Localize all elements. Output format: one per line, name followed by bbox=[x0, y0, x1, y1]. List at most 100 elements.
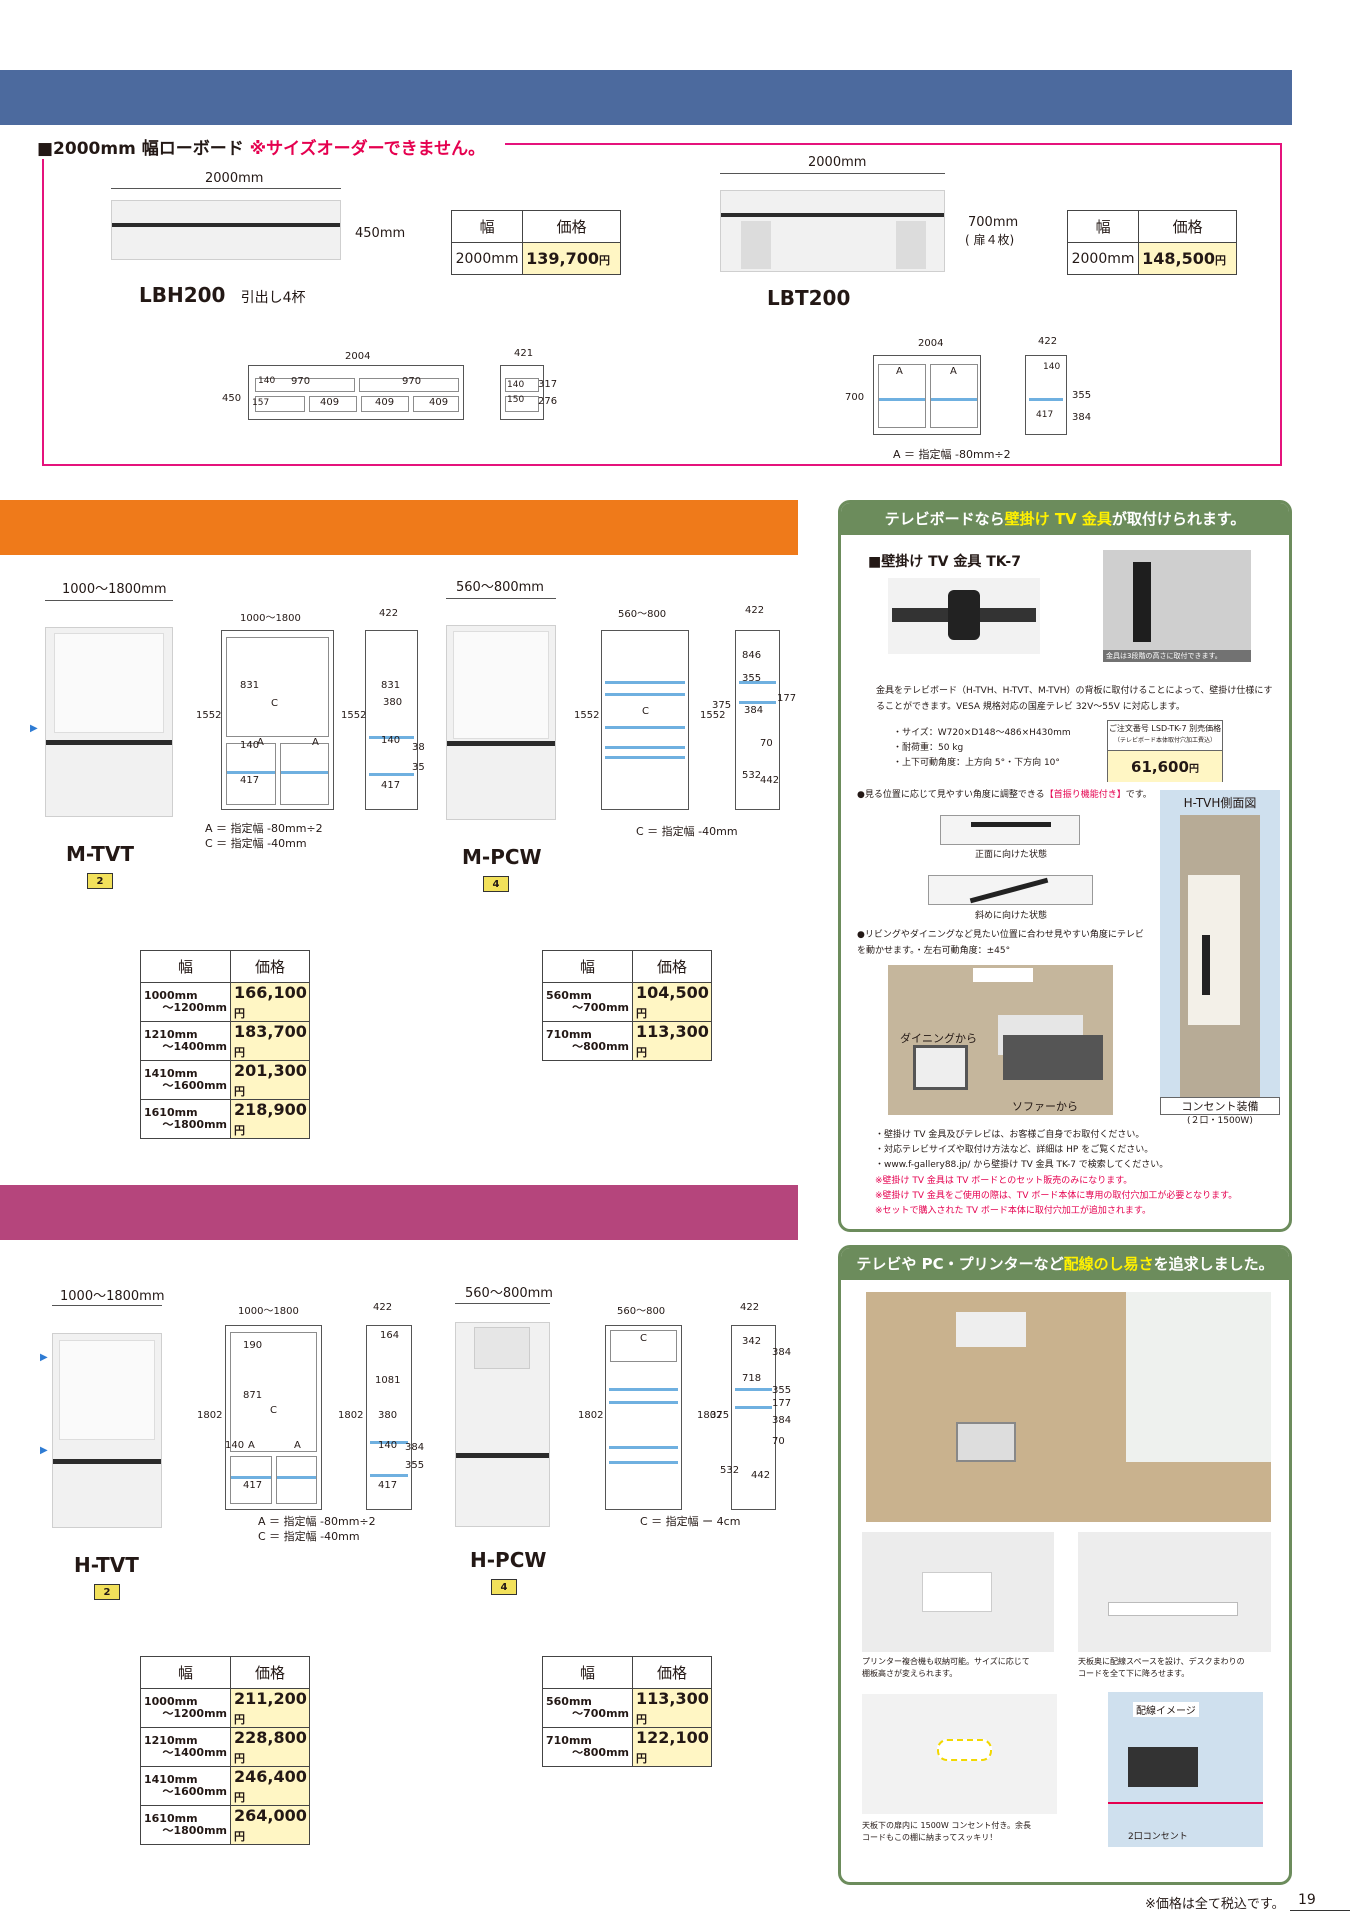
mpcw-front-drawing bbox=[601, 630, 689, 810]
yen-unit: 円 bbox=[234, 1830, 245, 1843]
mtvt-draw-a1: A bbox=[257, 737, 264, 748]
lbh-side-sec2 bbox=[505, 396, 539, 412]
hpcw-cabinet-sec bbox=[610, 1330, 677, 1362]
mpcw-shelf4 bbox=[605, 746, 685, 749]
wallmount-order-sub: （テレビボード本体取付穴加工費込） bbox=[1113, 737, 1216, 744]
lbh-side-s1: 317 bbox=[538, 379, 558, 390]
hpcw-badge: 4 bbox=[491, 1579, 517, 1595]
htvt-draw-w: 1000〜1800 bbox=[238, 1306, 299, 1317]
width-from: 710mm bbox=[546, 1028, 592, 1041]
width-cell: 1210mm〜1400mm bbox=[140, 1021, 231, 1061]
price-cell: 201,300円 bbox=[230, 1060, 310, 1100]
front-state-tv bbox=[971, 822, 1051, 827]
yen-unit: 円 bbox=[234, 1791, 245, 1804]
price-cell: 113,300円 bbox=[632, 1021, 712, 1061]
width-cell: 1000mm〜1200mm bbox=[140, 1688, 231, 1728]
mpcw-width-label: 560〜800mm bbox=[456, 580, 544, 595]
htvt-th-width: 幅 bbox=[140, 1656, 231, 1689]
lbh-th-price: 価格 bbox=[522, 210, 621, 243]
mtvt-draw-a2: A bbox=[312, 737, 319, 748]
hpcw-side-4: 355 bbox=[772, 1385, 792, 1396]
hpcw-side-d: 422 bbox=[740, 1302, 760, 1313]
htvt-stripe bbox=[53, 1459, 161, 1464]
lbt-side-s2: 355 bbox=[1072, 390, 1092, 401]
lbh-price: 139,700 bbox=[526, 249, 600, 268]
yen-unit: 円 bbox=[636, 1713, 647, 1726]
mtvt-model: M-TVT bbox=[66, 842, 135, 866]
wiring-image-line bbox=[1108, 1802, 1263, 1804]
price-cell: 228,800円 bbox=[230, 1727, 310, 1767]
lbt-th-price: 価格 bbox=[1138, 210, 1237, 243]
width-cell: 1610mm〜1800mm bbox=[140, 1805, 231, 1845]
mtvt-image bbox=[45, 627, 173, 817]
mtvt-side-d: 422 bbox=[379, 608, 399, 619]
htvt-formula2: C ＝ 指定幅 -40mm bbox=[258, 1530, 360, 1543]
hpcw-desk-top bbox=[456, 1453, 549, 1458]
mpcw-side-h: 1552 bbox=[700, 710, 726, 721]
mtvt-draw-c: C bbox=[271, 698, 278, 709]
lbh-sec5 bbox=[361, 396, 409, 412]
wiring-photo-outlet bbox=[862, 1694, 1057, 1814]
side-view-cabinet bbox=[1180, 815, 1260, 1100]
lbh-draw-c1: 970 bbox=[291, 376, 311, 387]
htvt-side-5: 384 bbox=[405, 1442, 425, 1453]
width-cell: 560mm〜700mm bbox=[542, 1688, 633, 1728]
mpcw-side-6: 70 bbox=[760, 738, 773, 749]
width-cell: 710mm〜800mm bbox=[542, 1021, 633, 1061]
hpcw-h: 1802 bbox=[578, 1410, 604, 1421]
hpcw-side-drawing bbox=[731, 1325, 776, 1510]
width-to: 〜700mm bbox=[572, 1707, 629, 1720]
htvt-side-7: 417 bbox=[378, 1480, 398, 1491]
mtvt-draw-v1: 140 bbox=[240, 740, 260, 751]
htvt-v2: 417 bbox=[243, 1480, 263, 1491]
htvt-door1 bbox=[230, 1456, 272, 1504]
mtvt-arrow-icon: ▶ bbox=[30, 723, 38, 734]
width-cell: 560mm〜700mm bbox=[542, 982, 633, 1022]
wiring-image-label: 配線イメージ bbox=[1133, 1702, 1199, 1717]
wallmount-order-price: 61,600 bbox=[1131, 758, 1189, 776]
yen-unit: 円 bbox=[234, 1046, 245, 1059]
hpcw-shelf2 bbox=[609, 1401, 678, 1404]
angle-state-tv bbox=[969, 877, 1049, 904]
mtvt-draw-h: 1552 bbox=[196, 710, 222, 721]
htvt-shelf1 bbox=[231, 1476, 271, 1479]
wiring-photo-laptop bbox=[956, 1422, 1016, 1462]
width-to: 〜1200mm bbox=[162, 1001, 227, 1014]
yen-unit: 円 bbox=[234, 1007, 245, 1020]
mpcw-image bbox=[446, 625, 556, 820]
wiring-photo-desk-slide bbox=[1078, 1532, 1271, 1652]
wallmount-title: ■壁掛け TV 金具 TK-7 bbox=[868, 554, 1021, 570]
wallmount-note1: ・壁掛け TV 金具及びテレビは、お客様ご自身でお取付ください。 bbox=[875, 1130, 1145, 1140]
width-from: 1610mm bbox=[144, 1106, 198, 1119]
mpcw-model: M-PCW bbox=[462, 845, 542, 869]
lbt-price-cell: 148,500円 bbox=[1138, 242, 1237, 275]
yen-unit: 円 bbox=[234, 1752, 245, 1765]
mtvt-side-shelf1 bbox=[369, 736, 414, 739]
angle-state-diagram bbox=[928, 875, 1093, 905]
wallmount-bracket-image bbox=[888, 578, 1040, 654]
mpcw-formula: C ＝ 指定幅 -40mm bbox=[636, 825, 738, 838]
price-cell: 104,500円 bbox=[632, 982, 712, 1022]
page-number-line bbox=[1290, 1910, 1350, 1911]
wallmount-order-box: ご注文番号 LSD-TK-7 別売価格 （テレビボード本体取付穴加工費込） 61… bbox=[1107, 720, 1223, 782]
lbt-sec2 bbox=[930, 364, 978, 428]
mtvt-side-shelf2 bbox=[369, 773, 414, 776]
lbt-width-cell: 2000mm bbox=[1066, 242, 1140, 275]
wiring-panel: テレビや PC・プリンターなど配線のし易さを追求しました。 bbox=[838, 1245, 1292, 1885]
wiring-header-pre: テレビや PC・プリンターなど bbox=[856, 1255, 1064, 1273]
wallmount-point2a: ●リビングやダイニングなど見たい位置に合わせ見やすい角度にテレビ bbox=[857, 930, 1144, 940]
htvt-a2: A bbox=[294, 1440, 301, 1451]
price-cell: 218,900円 bbox=[230, 1099, 310, 1139]
lbt-open-shelf bbox=[741, 221, 771, 269]
hpcw-side-9: 532 bbox=[720, 1465, 740, 1476]
side-view-inner bbox=[1188, 875, 1240, 1025]
wallmount-header-pre: テレビボードなら bbox=[884, 510, 1005, 528]
yen-unit: 円 bbox=[636, 1752, 647, 1765]
mpcw-side-1: 846 bbox=[742, 650, 762, 661]
lbh-sec2 bbox=[359, 378, 459, 392]
